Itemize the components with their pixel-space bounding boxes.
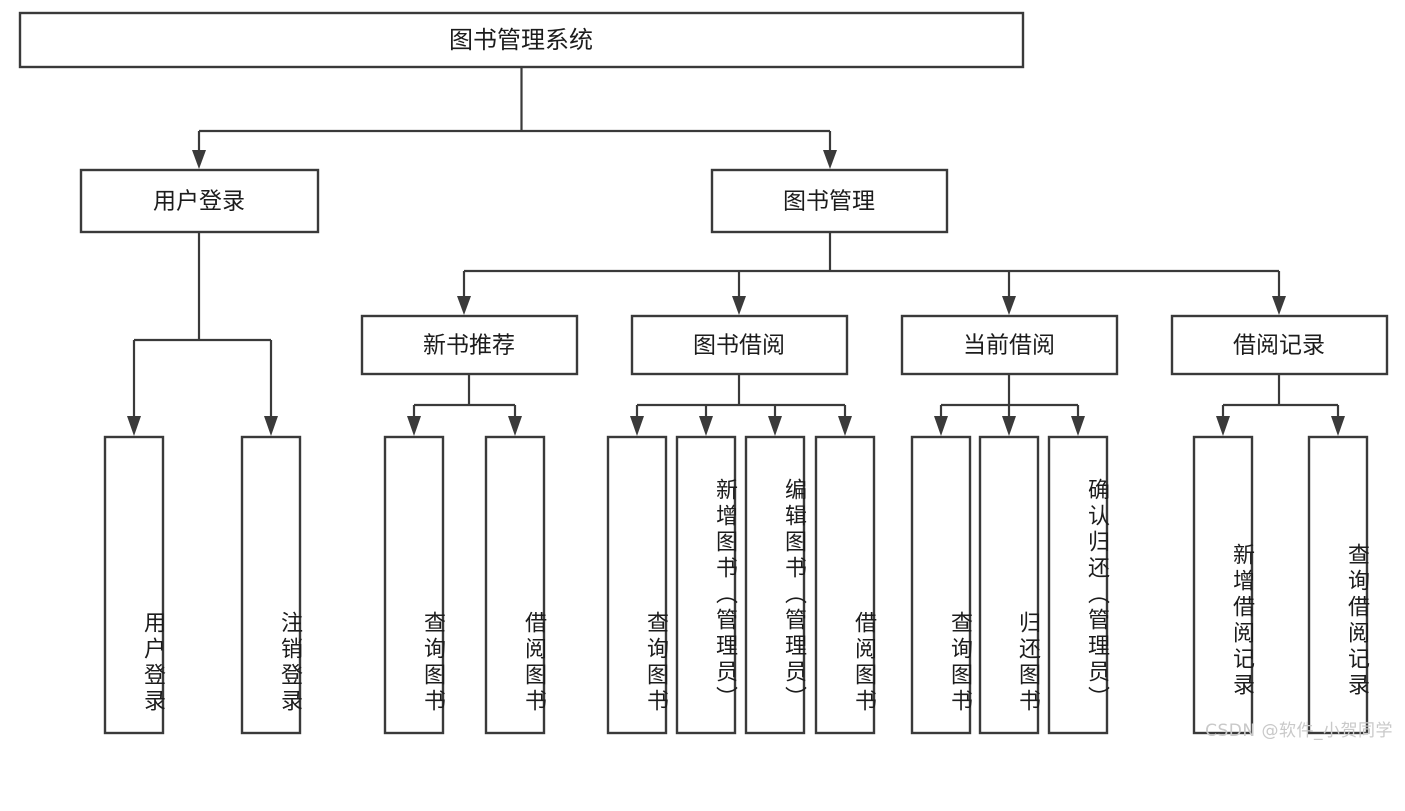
node-root-box[interactable] [18, 11, 1025, 69]
node-new-book-recommend-label: 新书推荐 [423, 333, 515, 359]
leaf-box-borrow-record-1[interactable] [1307, 435, 1369, 735]
leaf-box-book-borrow-2[interactable] [744, 435, 806, 735]
flowchart-svg: 图书管理系统 用户登录 图书管理 新书推荐 图书借阅 当前借阅 借阅记录 [18, 11, 1389, 735]
node-borrow-record-box[interactable] [1170, 314, 1389, 376]
arrow-borrowrecord-leaf-1-icon [1331, 416, 1345, 436]
arrow-userlogin-leaf-1-icon [264, 416, 278, 436]
leaf-box-book-borrow-3[interactable] [814, 435, 876, 735]
node-borrow-record-label: 借阅记录 [1233, 333, 1325, 359]
leaf-box-book-borrow-1[interactable] [675, 435, 737, 735]
leaf-box-user-login-0[interactable] [103, 435, 165, 735]
connectors-currentborrow-to-leaves [934, 374, 1085, 436]
node-current-borrow-box[interactable] [900, 314, 1119, 376]
connectors-bookborrow-to-leaves [630, 374, 852, 436]
node-current-borrow[interactable]: 当前借阅 [900, 314, 1119, 376]
leaf-box-user-login-1[interactable] [240, 435, 302, 735]
arrow-to-user-login-icon [192, 150, 206, 169]
node-current-borrow-label: 当前借阅 [963, 333, 1055, 359]
csdn-watermark: CSDN @软件_小贺同学 [1205, 721, 1393, 741]
leaf-box-current-borrow-0[interactable] [910, 435, 972, 735]
arrow-to-newbook-icon [457, 296, 471, 315]
arrow-bookborrow-leaf-0-icon [630, 416, 644, 436]
arrow-bookborrow-leaf-3-icon [838, 416, 852, 436]
node-user-login-label: 用户登录 [153, 189, 245, 215]
connectors-bookmanage-to-level3 [457, 232, 1286, 315]
arrow-newbook-leaf-0-icon [407, 416, 421, 436]
arrow-userlogin-leaf-0-icon [127, 416, 141, 436]
arrow-bookborrow-leaf-1-icon [699, 416, 713, 436]
node-book-borrow-label: 图书借阅 [693, 333, 785, 359]
node-borrow-record[interactable]: 借阅记录 [1170, 314, 1389, 376]
arrow-to-currentborrow-icon [1002, 296, 1016, 315]
node-book-borrow-box[interactable] [630, 314, 849, 376]
node-root[interactable]: 图书管理系统 [18, 11, 1025, 69]
node-new-book-recommend-box[interactable] [360, 314, 579, 376]
node-new-book-recommend[interactable]: 新书推荐 [360, 314, 579, 376]
leaf-box-book-borrow-0[interactable] [606, 435, 668, 735]
arrow-currentborrow-leaf-0-icon [934, 416, 948, 436]
connectors-userlogin-to-leaves [127, 232, 278, 436]
node-user-login-box[interactable] [79, 168, 320, 234]
arrow-newbook-leaf-1-icon [508, 416, 522, 436]
node-book-borrow[interactable]: 图书借阅 [630, 314, 849, 376]
leaf-box-new-book-1[interactable] [484, 435, 546, 735]
arrow-to-bookborrow-icon [732, 296, 746, 315]
leaf-box-new-book-0[interactable] [383, 435, 445, 735]
leaf-box-borrow-record-0[interactable] [1192, 435, 1254, 735]
node-book-manage-box[interactable] [710, 168, 949, 234]
leaf-box-current-borrow-2[interactable] [1047, 435, 1109, 735]
arrow-bookborrow-leaf-2-icon [768, 416, 782, 436]
arrow-currentborrow-leaf-2-icon [1071, 416, 1085, 436]
diagram-canvas: 图书管理系统 用户登录 图书管理 新书推荐 图书借阅 当前借阅 借阅记录 [18, 11, 1393, 741]
leaf-box-current-borrow-1[interactable] [978, 435, 1040, 735]
arrow-currentborrow-leaf-1-icon [1002, 416, 1016, 436]
node-root-label: 图书管理系统 [449, 26, 593, 54]
arrow-to-borrowrecord-icon [1272, 296, 1286, 315]
arrow-borrowrecord-leaf-0-icon [1216, 416, 1230, 436]
arrow-to-book-manage-icon [823, 150, 837, 169]
connectors-root-to-level2 [192, 67, 837, 169]
connectors-borrowrecord-to-leaves [1216, 374, 1345, 436]
connectors-newbook-to-leaves [407, 374, 522, 436]
node-book-manage[interactable]: 图书管理 [710, 168, 949, 234]
node-user-login[interactable]: 用户登录 [79, 168, 320, 234]
node-book-manage-label: 图书管理 [783, 189, 875, 215]
